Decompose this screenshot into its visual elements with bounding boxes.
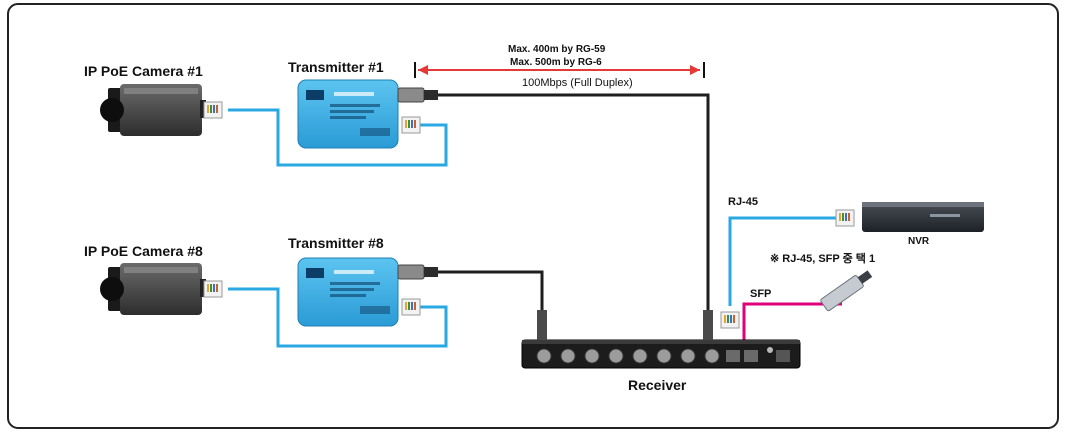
transmitter1-rj45-connector-icon [401,116,421,134]
coax-cable-8 [437,270,544,312]
nvr-icon [862,202,984,232]
speed-label: 100Mbps (Full Duplex) [522,77,633,89]
coax-cable-1 [437,93,710,312]
transmitter8-rj45-connector-icon [401,298,421,316]
fiber-cable-sfp [742,302,842,340]
utp-cable-camera8-transmitter8 [228,287,448,348]
utp-cable-camera1-transmitter1 [228,108,448,167]
distance-arrow-left-head [418,65,428,75]
transmitter1-label: Transmitter #1 [288,59,384,75]
nvr-rj45-connector-icon [835,209,855,227]
distance-line2-label: Max. 500m by RG-6 [510,57,602,68]
receiver-label: Receiver [628,377,687,393]
camera8-icon [100,263,206,315]
rj45-label: RJ-45 [728,196,758,208]
camera1-label: IP PoE Camera #1 [84,63,203,79]
receiver-rj45-connector-icon [720,311,740,329]
sfp-label: SFP [750,288,771,300]
receiver-icon [521,339,801,369]
nvr-label: NVR [908,236,930,247]
choice-note-label: ※ RJ-45, SFP 중 택 1 [770,251,875,265]
transmitter8-icon [297,257,438,327]
transmitter8-label: Transmitter #8 [288,235,384,251]
camera1-rj45-connector-icon [203,101,223,119]
camera8-label: IP PoE Camera #8 [84,243,203,259]
camera1-icon [100,84,206,136]
distance-arrow-right-head [690,65,700,75]
sfp-icon [820,270,873,312]
receiver-coax-plug-1 [703,310,713,340]
transmitter1-icon [297,79,438,149]
distance-line1-label: Max. 400m by RG-59 [508,44,606,55]
receiver-coax-plug-8 [537,310,547,340]
camera8-rj45-connector-icon [203,280,223,298]
utp-cable-receiver-nvr [728,216,838,306]
